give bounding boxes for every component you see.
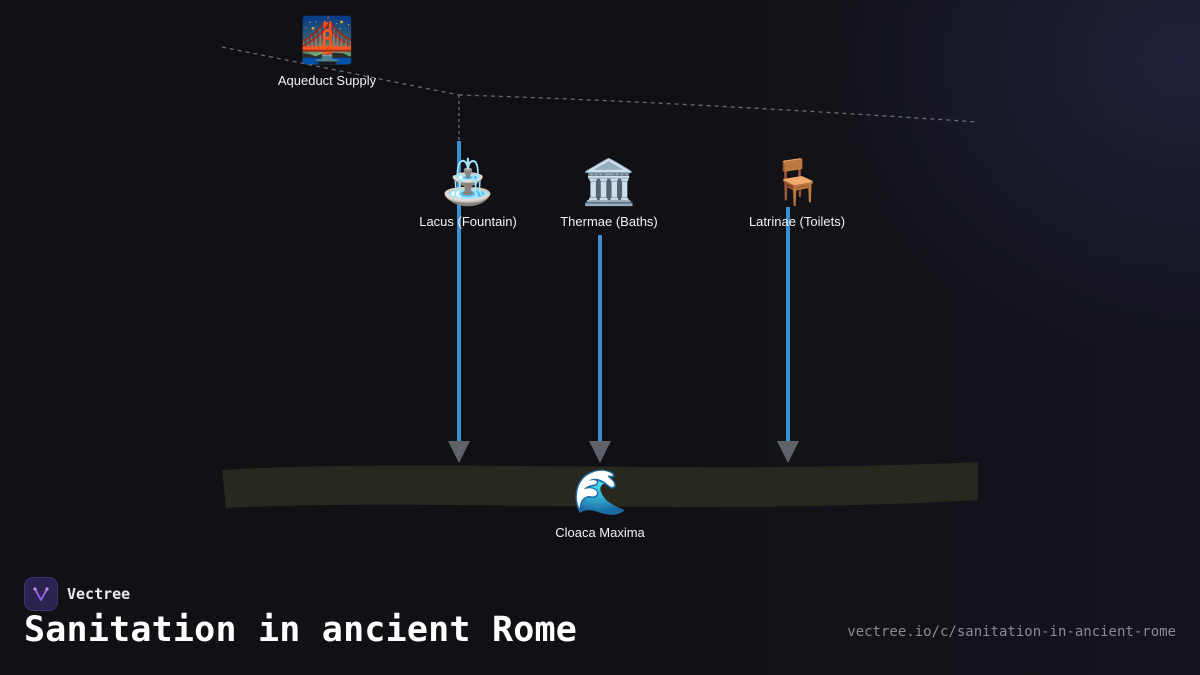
bridge-icon: 🌉 — [299, 15, 355, 66]
page-title: Sanitation in ancient Rome — [24, 610, 578, 650]
arrowhead-toilets — [777, 441, 799, 463]
arrowhead-baths — [589, 441, 611, 463]
sewer-channel — [222, 462, 978, 508]
water-wave-icon: 🌊 — [572, 467, 628, 518]
vectree-logo-icon — [24, 577, 58, 611]
node-label-aqueduct: Aqueduct Supply — [277, 73, 377, 88]
node-label-cloaca: Cloaca Maxima — [555, 525, 645, 540]
source-url[interactable]: vectree.io/c/sanitation-in-ancient-rome — [847, 624, 1176, 640]
node-label-toilets: Latrinae (Toilets) — [748, 214, 846, 229]
supply-line-east — [458, 94, 979, 123]
node-label-baths: Thermae (Baths) — [560, 214, 658, 229]
classical-building-icon: 🏛️ — [581, 157, 637, 208]
node-label-fountain: Lacus (Fountain) — [419, 214, 517, 229]
brand[interactable]: Vectree — [24, 577, 130, 611]
brand-name: Vectree — [67, 585, 131, 603]
supply-line-west — [221, 46, 460, 96]
chair-icon: 🪑 — [769, 157, 825, 208]
arrowhead-fountain — [448, 441, 470, 463]
fountain-icon: ⛲ — [440, 157, 496, 208]
